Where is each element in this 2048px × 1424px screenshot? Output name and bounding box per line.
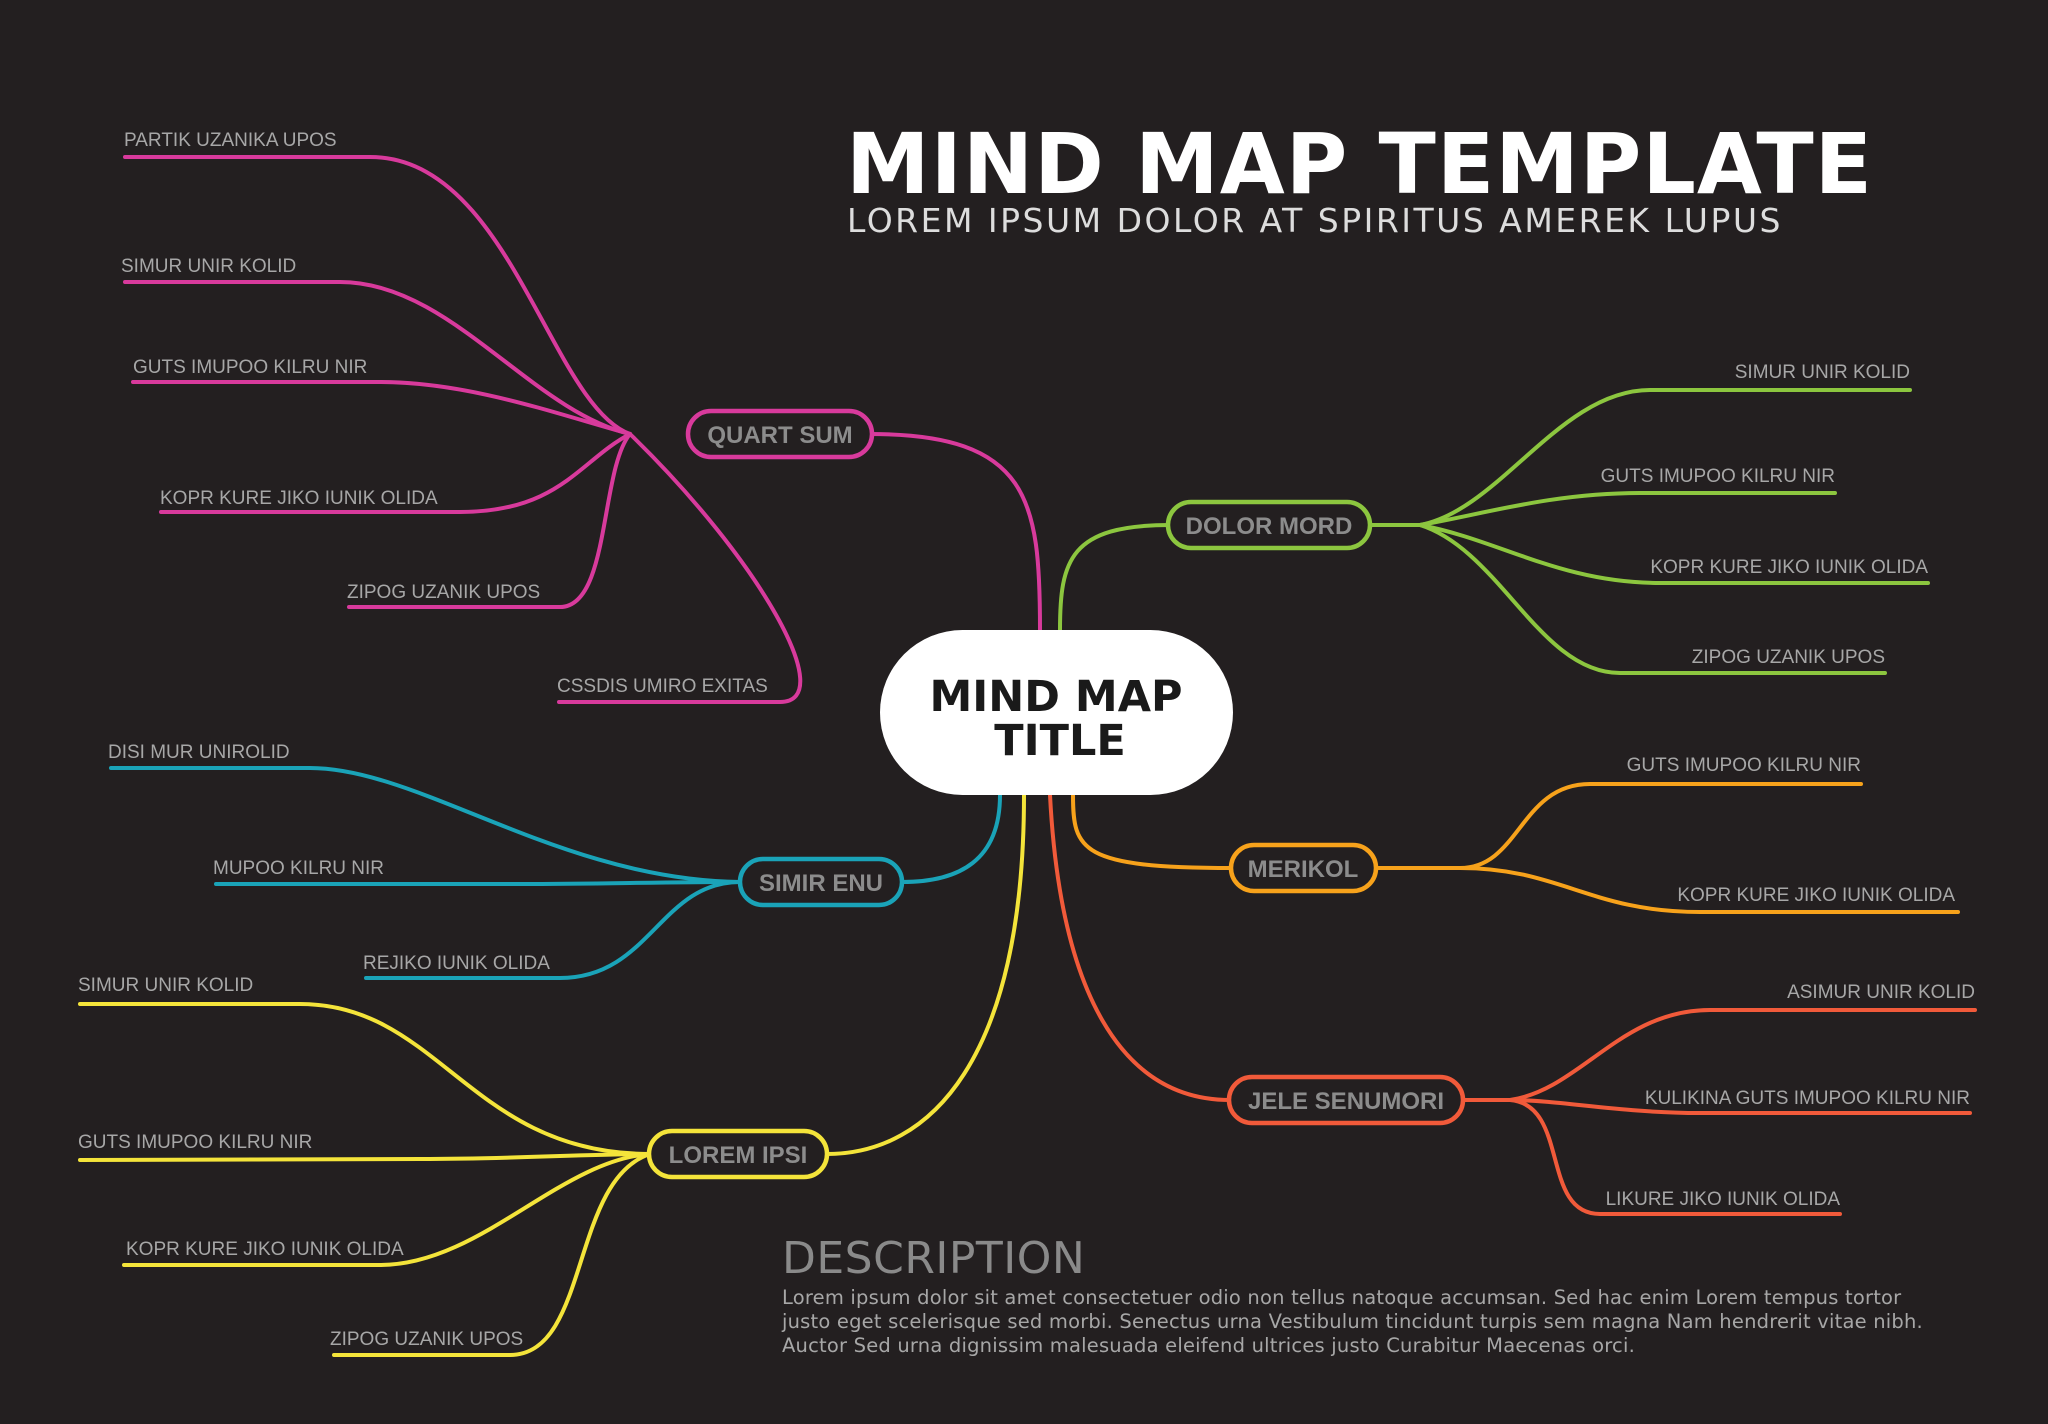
- leaf-label: CSSDIS UMIRO EXITAS: [557, 676, 768, 697]
- node-quart-sum[interactable]: [685, 408, 875, 460]
- connector-center-merikol: [1071, 793, 1234, 870]
- connector-leaf: [122, 1152, 652, 1267]
- leaf-label: KOPR KURE JIKO IUNIK OLIDA: [1650, 557, 1928, 578]
- connector-leaf: [1368, 523, 1930, 585]
- connector-center-quart-sum: [868, 432, 1042, 632]
- connector-center-simir-enu: [900, 793, 1002, 884]
- connector-leaf: [1460, 1098, 1972, 1115]
- connector-leaf: [364, 880, 742, 980]
- branch-dolor-mord: SIMUR UNIR KOLID GUTS IMUPOO KILRU NIR K…: [1058, 362, 1930, 675]
- node-label-simir-enu: SIMIR ENU: [759, 870, 883, 897]
- connector-center-jele-senumori: [1048, 793, 1232, 1102]
- center-title-line-2: TITLE: [994, 716, 1125, 766]
- connector-leaf: [1368, 388, 1912, 527]
- connector-center-lorem-ipsi: [825, 793, 1026, 1156]
- connector-leaf: [123, 280, 632, 436]
- connector-leaf: [159, 432, 632, 514]
- connector-leaf: [332, 1152, 652, 1357]
- node-merikol[interactable]: [1228, 842, 1379, 894]
- connector-leaf: [1368, 523, 1887, 675]
- node-jele-senumori[interactable]: [1226, 1074, 1466, 1126]
- node-label-dolor-mord: DOLOR MORD: [1186, 513, 1353, 540]
- node-label-lorem-ipsi: LOREM IPSI: [669, 1142, 808, 1169]
- leaf-label: GUTS IMUPOO KILRU NIR: [1601, 466, 1835, 487]
- node-label-jele-senumori: JELE SENUMORI: [1248, 1088, 1444, 1115]
- center-node[interactable]: MIND MAP TITLE: [880, 630, 1233, 795]
- leaf-label: GUTS IMUPOO KILRU NIR: [1627, 755, 1861, 776]
- connector-leaf: [78, 1152, 652, 1162]
- leaf-label: GUTS IMUPOO KILRU NIR: [78, 1132, 312, 1153]
- node-label-merikol: MERIKOL: [1248, 856, 1359, 883]
- leaf-label: ZIPOG UZANIK UPOS: [347, 582, 540, 603]
- description-line: Auctor Sed urna dignissim malesuada elei…: [782, 1334, 1635, 1357]
- leaf-label: LIKURE JIKO IUNIK OLIDA: [1606, 1189, 1841, 1210]
- connector-leaf: [131, 380, 632, 436]
- connector-leaf: [1373, 782, 1863, 870]
- leaf-label: GUTS IMUPOO KILRU NIR: [133, 357, 367, 378]
- leaf-label: KOPR KURE JIKO IUNIK OLIDA: [126, 1239, 404, 1260]
- leaf-label: MUPOO KILRU NIR: [213, 858, 384, 879]
- connector-leaf: [1373, 866, 1960, 914]
- leaf-label: KOPR KURE JIKO IUNIK OLIDA: [1677, 885, 1955, 906]
- description-heading: DESCRIPTION: [782, 1233, 1086, 1284]
- branch-quart-sum: PARTIK UZANIKA UPOS SIMUR UNIR KOLID GUT…: [121, 130, 1042, 704]
- center-node-shape[interactable]: [880, 630, 1233, 795]
- leaf-label: PARTIK UZANIKA UPOS: [124, 130, 337, 151]
- leaf-label: KULIKINA GUTS IMUPOO KILRU NIR: [1645, 1088, 1970, 1109]
- connector-leaf: [557, 432, 803, 704]
- connector-leaf: [347, 432, 632, 609]
- branch-merikol: GUTS IMUPOO KILRU NIR KOPR KURE JIKO IUN…: [1071, 755, 1960, 914]
- leaf-label: ASIMUR UNIR KOLID: [1787, 982, 1975, 1003]
- connector-leaf: [109, 766, 742, 884]
- connector-leaf: [214, 880, 742, 886]
- leaf-label: REJIKO IUNIK OLIDA: [363, 953, 550, 974]
- node-simir-enu[interactable]: [737, 856, 905, 908]
- leaf-label: SIMUR UNIR KOLID: [121, 256, 296, 277]
- connector-leaf: [1460, 1098, 1842, 1216]
- page-subtitle: LOREM IPSUM DOLOR AT SPIRITUS AMEREK LUP…: [847, 201, 1783, 240]
- branch-jele-senumori: ASIMUR UNIR KOLID KULIKINA GUTS IMUPOO K…: [1048, 793, 1977, 1216]
- leaf-label: SIMUR UNIR KOLID: [1735, 362, 1910, 383]
- connector-leaf: [1460, 1008, 1977, 1102]
- description-body: Lorem ipsum dolor sit amet consectetuer …: [782, 1286, 1982, 1358]
- connector-leaf: [1368, 491, 1837, 527]
- connector-leaf: [123, 155, 632, 436]
- node-lorem-ipsi[interactable]: [646, 1128, 830, 1180]
- page-title: MIND MAP TEMPLATE: [846, 115, 1874, 213]
- node-label-quart-sum: QUART SUM: [707, 422, 852, 449]
- branch-lorem-ipsi: SIMUR UNIR KOLID GUTS IMUPOO KILRU NIR K…: [78, 793, 1026, 1357]
- connector-leaf: [78, 1002, 652, 1156]
- description-line: justo eget scelerisque sed morbi. Senect…: [782, 1310, 1923, 1333]
- leaf-label: DISI MUR UNIROLID: [108, 742, 290, 763]
- branch-simir-enu: DISI MUR UNIROLID MUPOO KILRU NIR REJIKO…: [108, 742, 1002, 980]
- leaf-label: ZIPOG UZANIK UPOS: [330, 1329, 523, 1350]
- leaf-label: SIMUR UNIR KOLID: [78, 975, 253, 996]
- node-dolor-mord[interactable]: [1165, 499, 1373, 551]
- leaf-label: ZIPOG UZANIK UPOS: [1692, 647, 1885, 668]
- leaf-label: KOPR KURE JIKO IUNIK OLIDA: [160, 488, 438, 509]
- center-title-line-1: MIND MAP: [929, 672, 1182, 722]
- description-line: Lorem ipsum dolor sit amet consectetuer …: [782, 1286, 1902, 1309]
- connector-center-dolor-mord: [1058, 523, 1172, 632]
